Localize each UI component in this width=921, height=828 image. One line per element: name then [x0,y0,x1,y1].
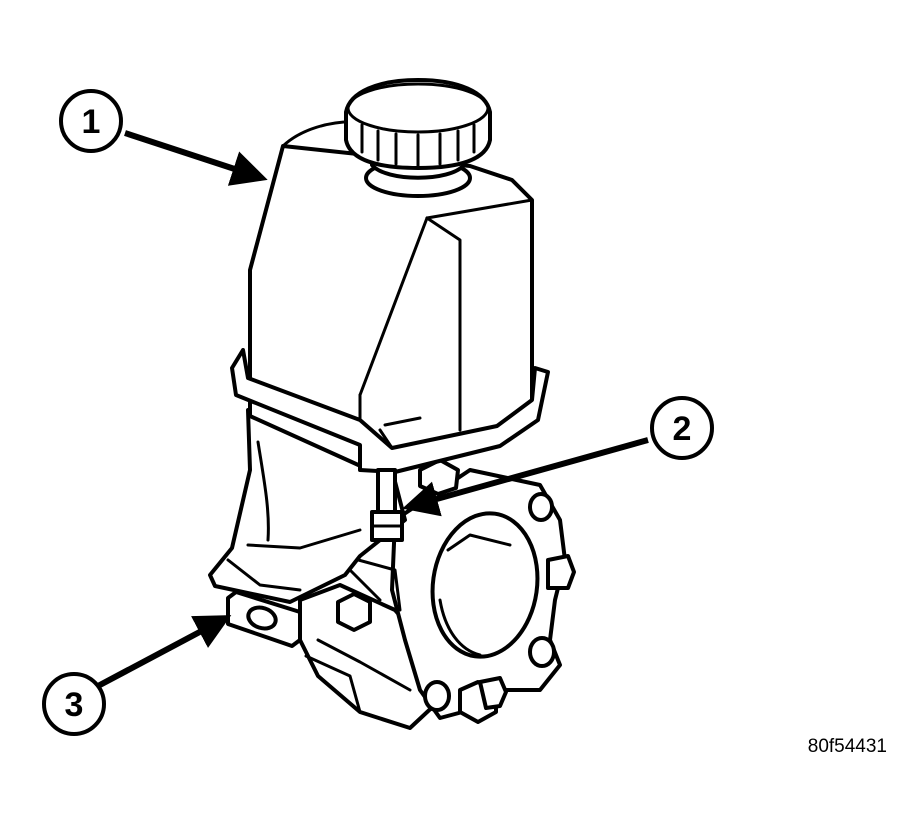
figure-id: 80f54431 [807,736,887,757]
callout-1-label: 1 [82,103,101,141]
fluid-reservoir [208,78,550,604]
callout-1-arrow [124,130,268,186]
callout-arrows [96,130,649,689]
return-fitting [226,590,302,648]
pump-body [298,458,576,730]
supply-tube [370,468,404,542]
callout-3-label: 3 [65,686,84,724]
callout-1: 1 [59,89,123,153]
callout-2: 2 [650,396,714,460]
callout-3: 3 [42,672,106,736]
callout-2-arrow [402,437,649,517]
callout-3-arrow [96,615,232,689]
callout-2-label: 2 [673,410,692,448]
